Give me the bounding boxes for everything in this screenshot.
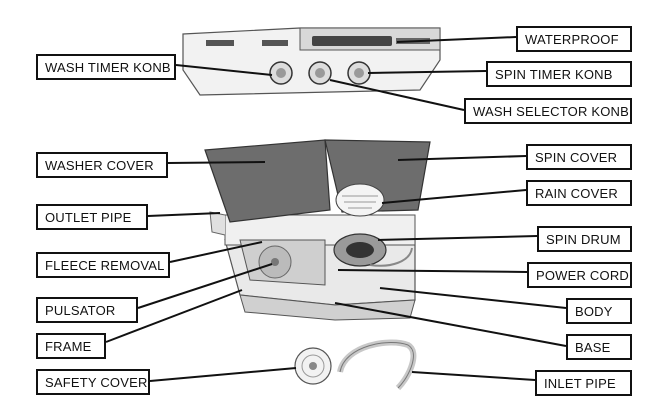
outlet-pipe (209, 211, 226, 236)
label-inlet-pipe: INLET PIPE (535, 370, 632, 396)
label-spin-timer-knob: SPIN TIMER KONB (486, 61, 632, 87)
label-body: BODY (566, 298, 632, 324)
label-power-cord: POWER CORD (527, 262, 632, 288)
leader-lines (105, 36, 567, 382)
label-safety-cover: SAFETY COVER (36, 369, 150, 395)
safety-cover (294, 347, 332, 385)
power-cord (369, 247, 413, 267)
control-panel (182, 27, 441, 96)
washer-cover (204, 139, 331, 223)
label-spin-drum: SPIN DRUM (537, 226, 632, 252)
label-wash-selector-knob: WASH SELECTOR KONB (464, 98, 632, 124)
label-outlet-pipe: OUTLET PIPE (36, 204, 148, 230)
rain-cover (335, 183, 385, 217)
label-base: BASE (566, 334, 632, 360)
label-rain-cover: RAIN COVER (526, 180, 632, 206)
label-fleece-removal: FLEECE REMOVAL (36, 252, 170, 278)
label-spin-cover: SPIN COVER (526, 144, 632, 170)
label-wash-timer-knob: WASH TIMER KONB (36, 54, 176, 80)
label-waterproof: WATERPROOF (516, 26, 632, 52)
inlet-pipe (337, 339, 417, 391)
label-pulsator: PULSATOR (36, 297, 138, 323)
wash-tub (239, 239, 326, 286)
label-frame: FRAME (36, 333, 106, 359)
label-washer-cover: WASHER COVER (36, 152, 168, 178)
spin-drum (333, 233, 387, 267)
